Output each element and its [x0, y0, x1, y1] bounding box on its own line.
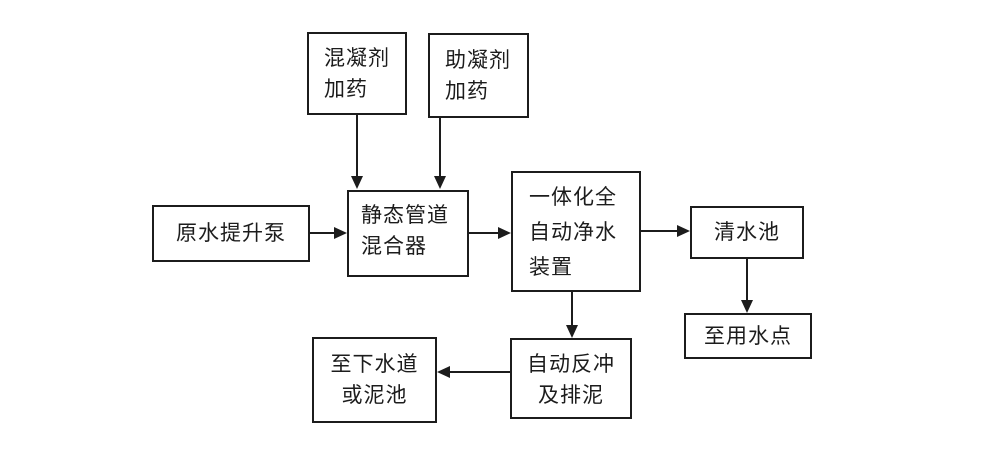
arrow-coagulant-to-mixer-line — [356, 115, 358, 177]
node-raw-water-pump: 原水提升泵 — [152, 205, 310, 262]
node-label-line: 及排泥 — [538, 383, 604, 407]
arrow-purifier-to-tank-line — [641, 230, 678, 232]
arrow-down-icon — [351, 176, 363, 189]
arrow-right-icon — [677, 225, 690, 237]
arrow-right-icon — [498, 227, 511, 239]
node-coagulant-aid-dosing: 助凝剂 加药 — [428, 33, 529, 118]
arrow-down-icon — [741, 300, 753, 313]
node-label-line: 自动净水 — [529, 220, 617, 244]
node-label: 原水提升泵 — [176, 221, 286, 245]
node-label-line: 自动反冲 — [527, 352, 615, 376]
node-label-line: 装置 — [529, 255, 573, 279]
arrow-left-icon — [437, 366, 450, 378]
node-label-line: 助凝剂 — [445, 48, 511, 72]
node-static-pipe-mixer: 静态管道 混合器 — [347, 190, 469, 277]
arrow-mixer-to-purifier-line — [469, 232, 499, 234]
node-label-line: 至下水道 — [330, 352, 419, 376]
node-to-sewer-or-sludge: 至下水道 或泥池 — [312, 337, 437, 423]
node-auto-backwash: 自动反冲 及排泥 — [510, 338, 632, 419]
arrow-right-icon — [334, 227, 347, 239]
node-label-line: 混凝剂 — [324, 46, 390, 70]
node-label-line: 一体化全 — [529, 185, 617, 209]
arrow-down-icon — [434, 176, 446, 189]
node-clear-water-tank: 清水池 — [690, 206, 804, 259]
node-coagulant-dosing: 混凝剂 加药 — [307, 32, 407, 115]
arrow-aid-to-mixer-line — [439, 118, 441, 177]
node-label-line: 或泥池 — [341, 383, 408, 407]
arrow-down-icon — [566, 325, 578, 338]
node-to-water-point: 至用水点 — [684, 313, 812, 359]
arrow-purifier-to-backwash-line — [571, 292, 573, 326]
node-label-line: 混合器 — [361, 234, 427, 258]
arrow-tank-to-point-line — [746, 259, 748, 301]
node-label-line: 加药 — [445, 79, 489, 103]
arrow-backwash-to-sewer-line — [450, 371, 510, 373]
node-integrated-purifier: 一体化全 自动净水 装置 — [511, 171, 641, 292]
node-label: 至用水点 — [704, 323, 792, 348]
node-label: 清水池 — [714, 220, 780, 244]
arrow-pump-to-mixer-line — [310, 232, 336, 234]
node-label-line: 加药 — [324, 77, 368, 101]
node-label-line: 静态管道 — [361, 203, 449, 227]
